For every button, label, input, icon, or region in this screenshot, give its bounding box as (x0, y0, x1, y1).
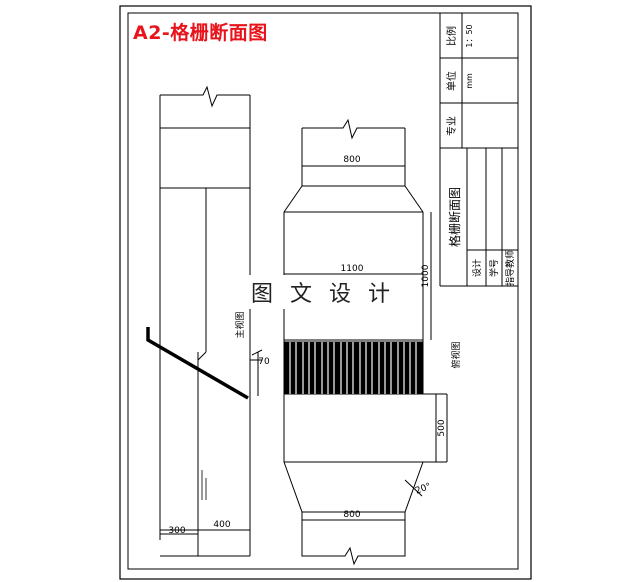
advisor-label: 指导教师 (504, 250, 516, 286)
title-block (439, 13, 518, 287)
dim-bottom-width: 800 (343, 510, 360, 520)
design-label: 设计 (471, 259, 483, 277)
scale-value: 1：50 (465, 24, 474, 47)
watermark: 图 文 设 计 (249, 275, 397, 309)
dim-top-width: 800 (343, 155, 360, 165)
student-id-label: 学号 (488, 259, 500, 277)
front-view (159, 85, 263, 557)
dim-mid-width: 1100 (341, 264, 364, 274)
inner-border (127, 12, 519, 570)
dim-mid-height: 1000 (421, 264, 431, 287)
unit-value: mm (465, 73, 474, 89)
major-label: 专业 (445, 116, 458, 136)
front-view-label: 主视图 (234, 311, 246, 338)
dim-box-height: 500 (437, 419, 447, 436)
side-view-label: 俯视图 (450, 341, 462, 368)
drawing-title: A2-格栅断面图 (133, 22, 268, 44)
outer-border (119, 5, 532, 580)
drawing-name: 格栅断面图 (447, 187, 462, 247)
grate-bar (146, 327, 249, 400)
dim-angle: 70 (258, 357, 270, 367)
unit-label: 单位 (445, 71, 458, 91)
dim-base-right: 400 (213, 520, 230, 530)
dim-slope-angle: 20° (414, 482, 432, 497)
scale-label: 比例 (445, 26, 458, 46)
grate-hatch (283, 341, 424, 395)
dim-base-left: 300 (168, 526, 185, 536)
